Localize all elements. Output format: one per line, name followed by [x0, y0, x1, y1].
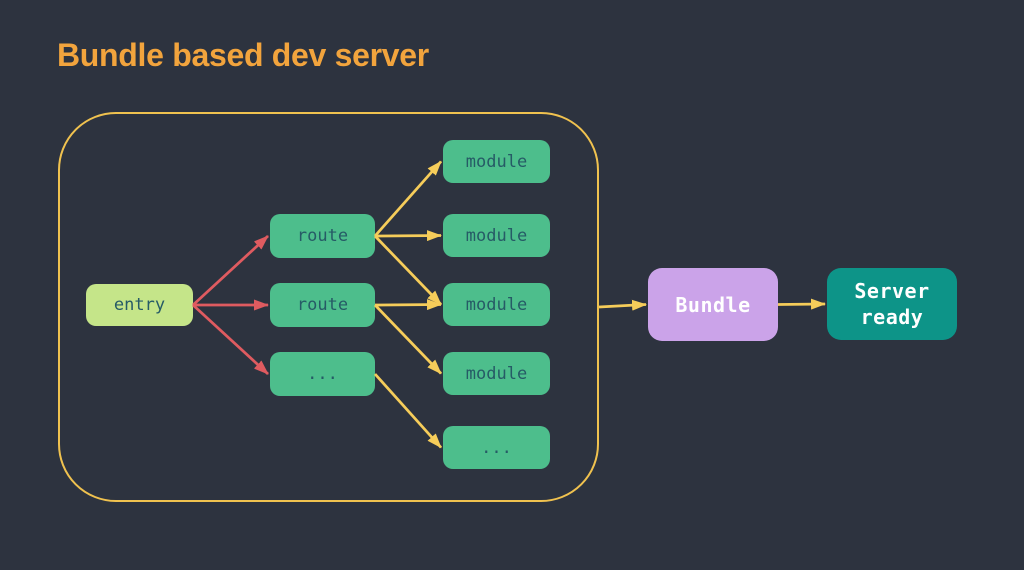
node-route-ellipsis-label: ... [307, 364, 338, 384]
node-bundle: Bundle [648, 268, 778, 341]
node-bundle-label: Bundle [675, 292, 751, 317]
node-module-1-label: module [465, 151, 528, 172]
node-module-2-label: module [465, 225, 528, 246]
node-module-1: module [443, 140, 550, 183]
node-entry-label: entry [113, 295, 166, 315]
node-route-2: route [270, 283, 375, 327]
dev-server-container [58, 112, 599, 502]
page-title: Bundle based dev server [57, 37, 429, 73]
node-module-4: module [443, 352, 550, 395]
node-module-3: module [443, 283, 550, 326]
node-module-2: module [443, 214, 550, 257]
node-module-ellipsis-label: ... [481, 437, 512, 458]
node-route-ellipsis: ... [270, 352, 375, 396]
node-route-1: route [270, 214, 375, 258]
node-server-ready-label: Server ready [854, 278, 943, 329]
node-route-1-label: route [296, 226, 349, 246]
node-module-ellipsis: ... [443, 426, 550, 469]
node-module-3-label: module [465, 294, 528, 315]
node-entry: entry [86, 284, 193, 326]
node-module-4-label: module [465, 363, 528, 384]
node-route-2-label: route [296, 295, 349, 315]
edge-bundle-server [777, 298, 826, 310]
node-server-ready: Server ready [827, 268, 957, 340]
edge-container-bundle [598, 299, 647, 311]
